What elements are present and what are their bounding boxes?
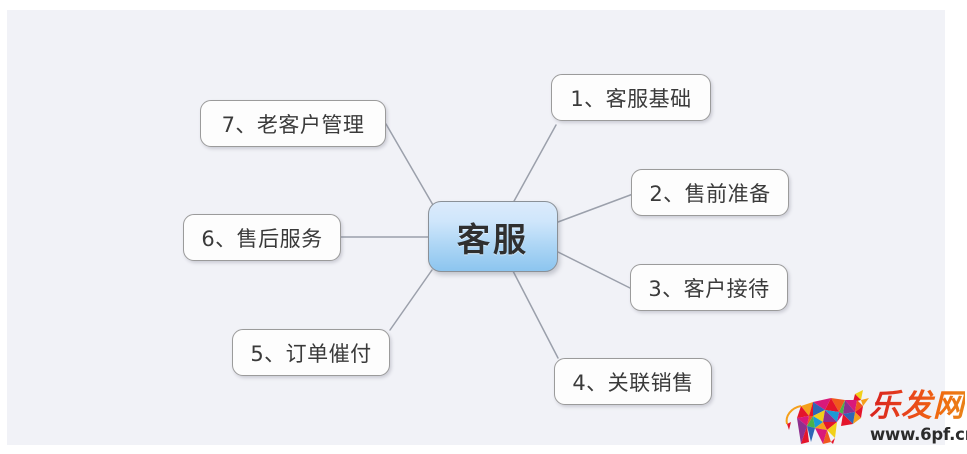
node-3-customer-reception[interactable]: 3、客户接待	[630, 264, 788, 311]
node-1-label: 1、客服基础	[570, 86, 692, 111]
center-node-customer-service[interactable]: 客服	[428, 201, 558, 272]
watermark-url: www.6pf.cn	[870, 425, 967, 444]
node-5-order-payment-reminder[interactable]: 5、订单催付	[232, 329, 390, 376]
node-6-label: 6、售后服务	[201, 226, 323, 251]
node-7-label: 7、老客户管理	[221, 112, 365, 137]
watermark-text-group: 乐发网 www.6pf.cn	[869, 386, 967, 452]
node-4-related-sales[interactable]: 4、关联销售	[554, 358, 712, 405]
watermark-brand: 乐发网	[869, 388, 965, 424]
bull-logo-icon	[785, 390, 869, 444]
center-node-label: 客服	[457, 219, 529, 259]
node-3-label: 3、客户接待	[648, 276, 770, 301]
node-2-label: 2、售前准备	[649, 181, 771, 206]
watermark: 乐发网 www.6pf.cn	[783, 386, 967, 452]
node-6-after-sales-service[interactable]: 6、售后服务	[183, 214, 341, 261]
node-1-customer-service-basics[interactable]: 1、客服基础	[551, 74, 711, 121]
node-5-label: 5、订单催付	[250, 341, 372, 366]
node-2-presale-preparation[interactable]: 2、售前准备	[631, 169, 789, 216]
node-4-label: 4、关联销售	[572, 370, 694, 395]
node-7-existing-customer-management[interactable]: 7、老客户管理	[200, 100, 386, 147]
